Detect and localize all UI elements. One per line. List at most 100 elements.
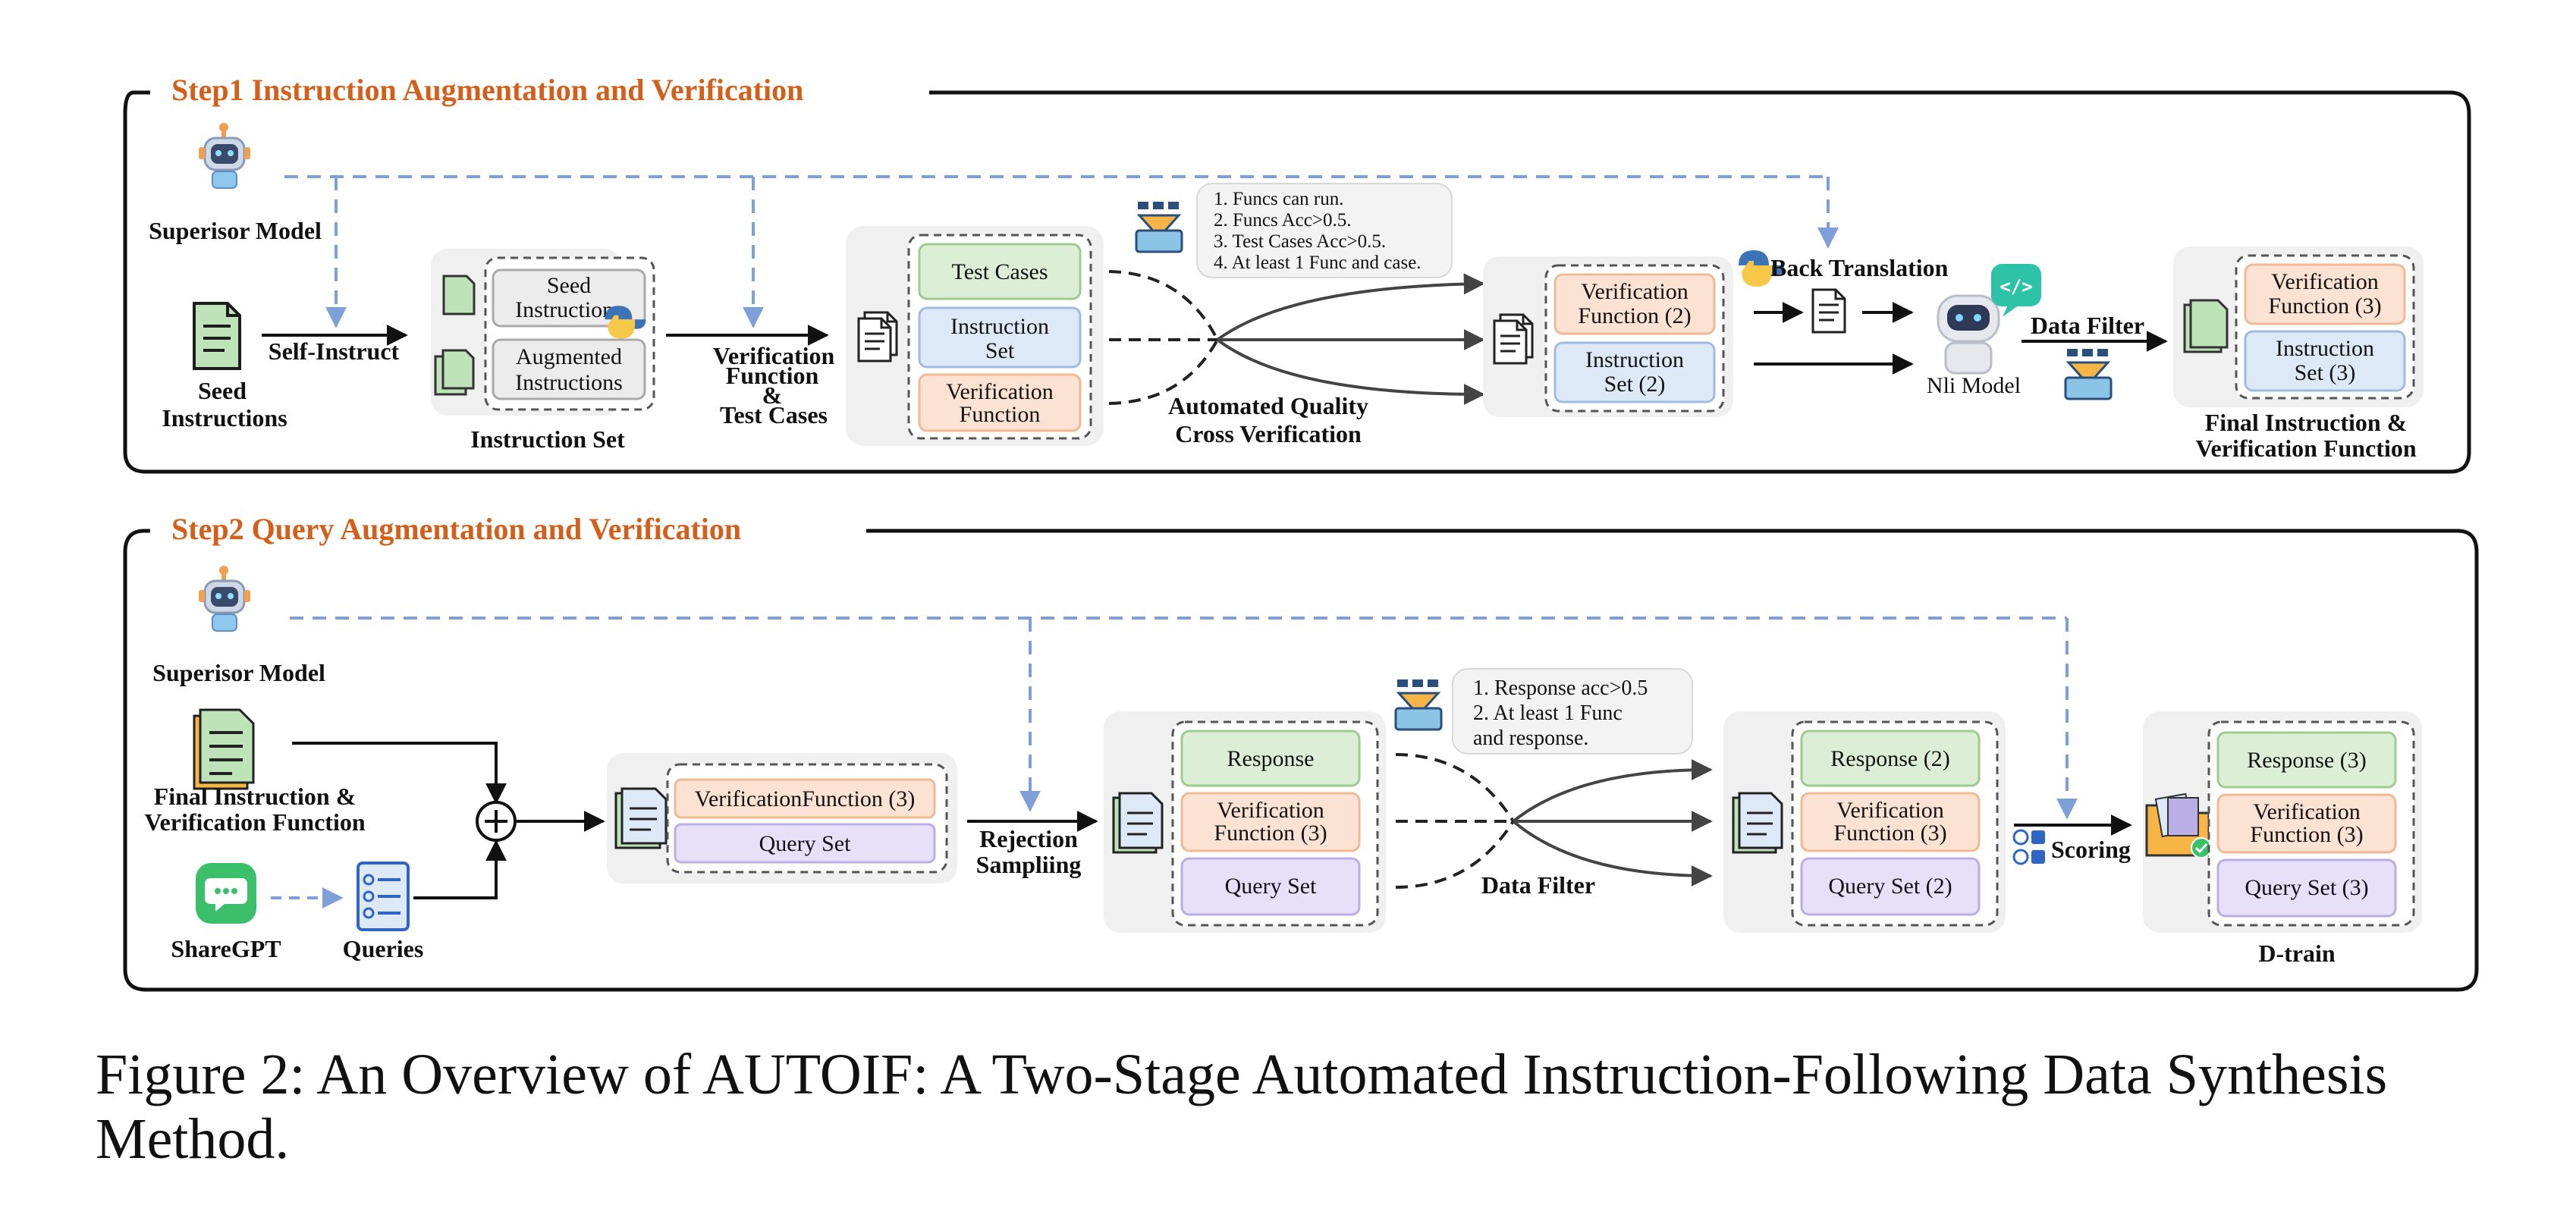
resp-qs-text: Query Set [1225,874,1317,899]
is3-text2: Set (3) [2295,360,2356,385]
query-set3-text: Query Set (3) [2245,875,2368,900]
step1-panel: Step1 Instruction Augmentation and Verif… [123,73,2471,474]
criteria2-1: 1. Response acc>0.5 [1473,676,1648,700]
caption-name-small: UTO [743,1043,862,1106]
scoring-icon [2012,829,2045,865]
caption-name-tail: IF [861,1043,913,1106]
cross-verif-line1: Automated Quality [1168,392,1368,419]
robot-icon-2 [197,564,252,632]
verif-gen-line4: Test Cases [720,401,828,428]
criteria-2: 2. Funcs Acc>0.5. [1214,210,1351,231]
step1-title: Step1 Instruction Augmentation and Verif… [171,73,803,107]
seed-label-line1: Seed [198,377,247,404]
verification-function-text2: Function [960,402,1041,427]
seed-instructions-text2: Instructions [515,297,623,322]
robot-icon [197,121,252,190]
response3-text: Response (3) [2247,748,2366,773]
response2-text: Response (2) [1830,746,1949,771]
dtrain-vf-box [2216,793,2397,854]
supervisor-label: Superisor Model [149,217,322,244]
checklist-icon [357,861,410,931]
response-box [1180,730,1361,787]
combo-vf-text: VerificationFunction (3) [695,786,916,811]
code-bubble-icon: </> [1991,264,2041,317]
criteria-box [1196,183,1453,278]
queries-label: Queries [343,935,424,962]
instruction-set-text2: Set [985,338,1015,363]
query-set-2-box [1800,857,1981,916]
instruction-set-box [918,306,1082,369]
self-instruct-label: Self-Instruct [269,337,400,365]
criteria2-3: and response. [1473,726,1588,750]
verification-function-box [918,373,1082,432]
criteria-4: 4. At least 1 Func and case. [1214,253,1422,273]
final-label-line1: Final Instruction & [2205,409,2408,436]
vf2-text1: Verification [1581,279,1689,304]
vf3-text2: Function (3) [2268,293,2381,319]
dtrain-vf-text1: Verification [2253,799,2361,824]
cross-verif-line2: Cross Verification [1175,420,1362,447]
plus-circle-icon [476,801,517,842]
rejection-label-line1: Rejection [979,825,1078,852]
vf2-text2: Function (2) [1578,303,1691,328]
combo-qs-text: Query Set [759,831,851,856]
filtered-vf-text1: Verification [1836,798,1944,823]
response-text: Response [1227,746,1315,771]
data-filter-label: Data Filter [2031,312,2144,339]
filtered-vf-text2: Function (3) [1833,821,1946,846]
is2-text2: Set (2) [1604,372,1666,397]
seed-label-line2: Instructions [162,404,287,431]
figure-caption: Figure 2: An Overview of AUTOIF: A Two-S… [96,1043,2523,1172]
step2-panel: Step2 Query Augmentation and Verificatio… [123,512,2479,992]
resp-vf-box [1180,792,1361,852]
seed-instructions-text1: Seed [547,273,591,298]
resp-vf-text2: Function (3) [1214,821,1327,846]
instruction-set-2-box [1553,341,1716,403]
test-cases-box [918,243,1082,300]
chat-bubble-icon [196,863,256,924]
filter-robot-icon-2 [1394,678,1443,731]
supervisor-label-2: Superisor Model [152,659,325,686]
instruction-set-icons [434,275,476,396]
caption-name-lead: A [702,1043,744,1106]
caption-suffix: : A Two-Stage Automated Instruction-Foll… [96,1043,2388,1172]
dtrain-vf-text2: Function (3) [2250,822,2363,847]
step2-title: Step2 Query Augmentation and Verificatio… [171,512,741,546]
criteria-box-2 [1452,668,1693,755]
verification-function-3-box [2244,263,2406,325]
dtrain-label: D-train [2258,940,2336,967]
verification-function-text1: Verification [946,379,1054,404]
filtered-vf-box [1800,792,1981,852]
final-in-label-line2: Verification Function [144,808,365,836]
instruction-set-text1: Instruction [950,314,1049,339]
seed-instructions-icon [193,302,241,370]
test-cases-text: Test Cases [951,259,1048,284]
resp-qs-box [1180,857,1361,916]
scoring-label: Scoring [2051,836,2131,863]
nli-robot-icon [1937,294,2000,375]
verif-gen-line2: Function [726,362,819,389]
instruction-set-3-box [2244,330,2406,392]
instruction-set-label: Instruction Set [470,425,625,453]
data-filter-label-2: Data Filter [1481,871,1595,899]
caption-prefix: Figure 2: An Overview of [96,1043,703,1106]
back-translation-label: Back Translation [1770,254,1949,281]
final-in-label-line1: Final Instruction & [154,783,357,810]
augmented-instructions-text1: Augmented [516,344,622,369]
final-instruction-doc-icon [193,708,255,790]
query-set2-text: Query Set (2) [1828,874,1952,899]
final-label-line2: Verification Function [2195,435,2416,462]
svg-text:</>: </> [2000,276,2032,297]
criteria-1: 1. Funcs can run. [1214,189,1344,209]
query-set-3-box [2216,858,2397,918]
rejection-label-line2: Sampliing [976,851,1082,878]
vf3-text1: Verification [2271,269,2379,294]
response-3-box [2216,731,2397,789]
filter-robot-icon [1135,200,1183,253]
verif-gen-line3: & [762,381,783,409]
sharegpt-label: ShareGPT [171,935,281,962]
criteria-3: 3. Test Cases Acc>0.5. [1214,231,1386,252]
is2-text1: Instruction [1585,347,1684,372]
nli-label: Nli Model [1927,373,2021,398]
